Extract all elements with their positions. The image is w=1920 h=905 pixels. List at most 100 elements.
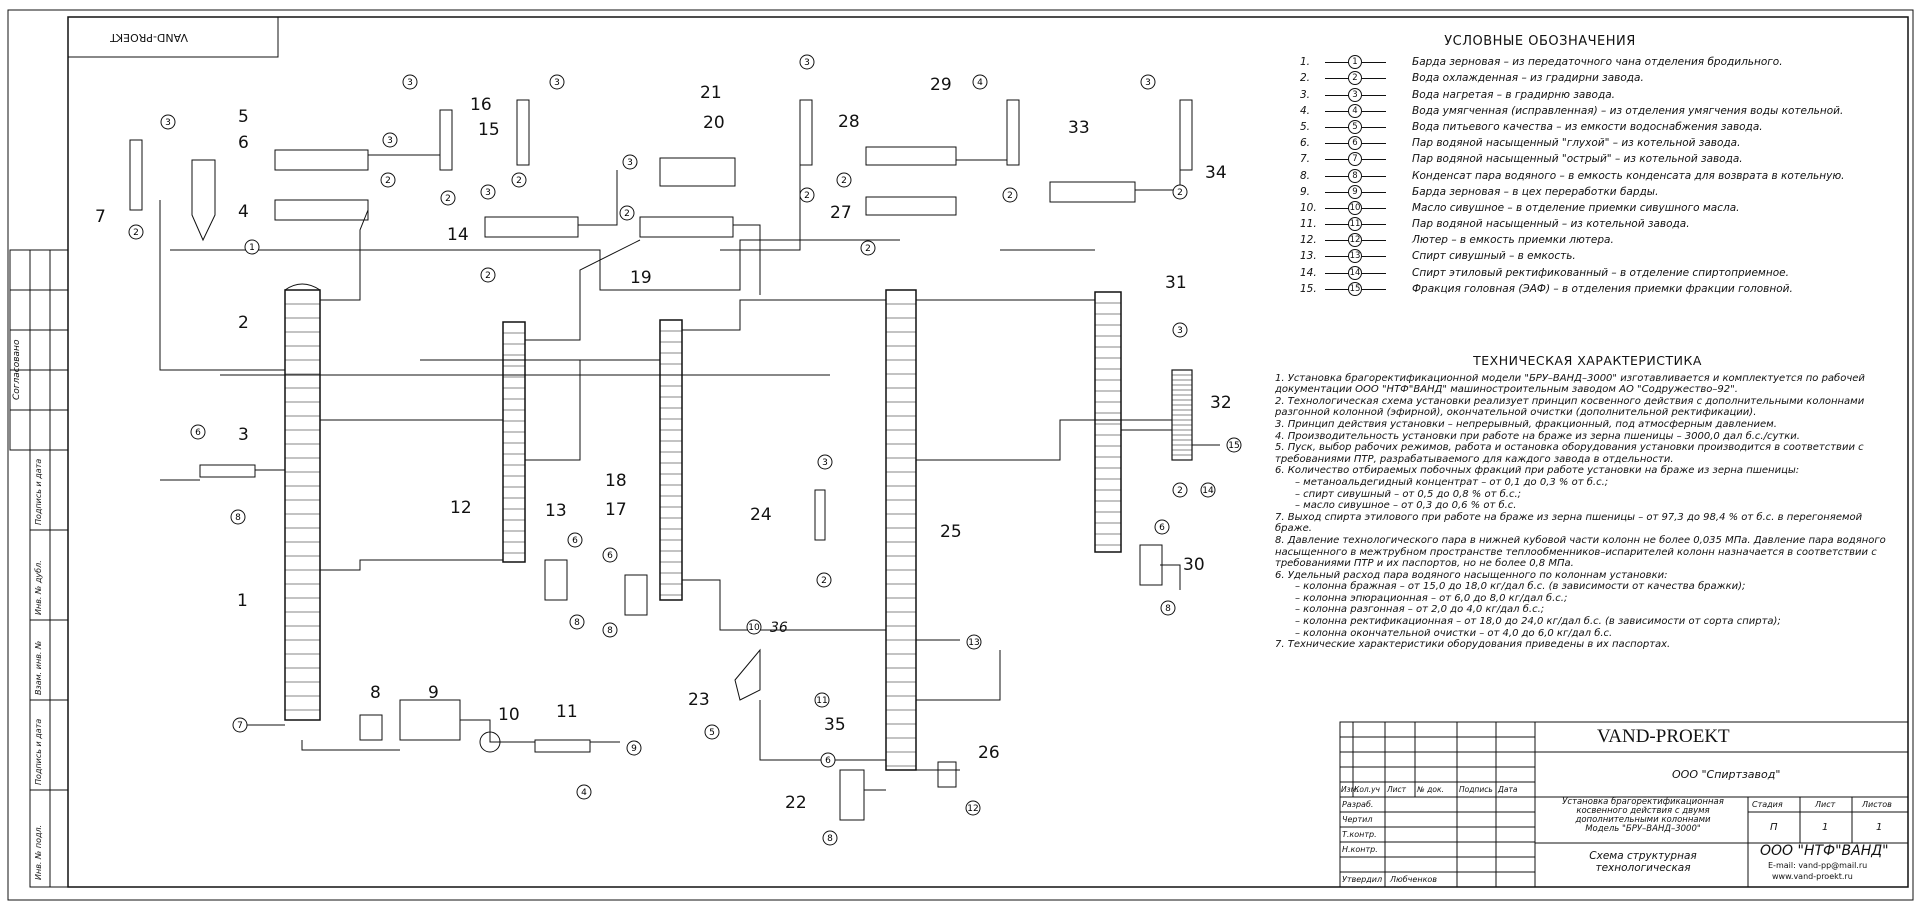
equipment-label: 32 <box>1210 393 1232 413</box>
legend-text: Барда зерновая – в цех переработки барды… <box>1412 185 1659 198</box>
stream-symbol: 8 <box>1325 168 1386 183</box>
side-field-label: Подпись и дата <box>34 458 43 525</box>
equipment-label: 7 <box>95 207 106 227</box>
legend-number: 10. <box>1300 201 1317 214</box>
tb-row-label: Т.контр. <box>1342 830 1377 839</box>
stream-marker: 8 <box>602 622 618 638</box>
svg-text:3: 3 <box>1177 326 1183 336</box>
stream-symbol: 3 <box>1325 87 1386 102</box>
side-field-label: Подпись и дата <box>34 718 43 785</box>
stream-marker: 2 <box>440 190 456 206</box>
svg-text:2: 2 <box>1177 188 1183 198</box>
tb-row-label: Чертил <box>1342 815 1373 824</box>
svg-text:6: 6 <box>825 756 831 766</box>
svg-text:2: 2 <box>1007 191 1013 201</box>
equipment-label: 20 <box>703 113 725 133</box>
stream-marker: 6 <box>602 547 618 563</box>
stream-symbol: 13 <box>1325 249 1386 264</box>
svg-text:6: 6 <box>1159 523 1165 533</box>
legend-text: Пар водяной насыщенный "острый" – из кот… <box>1412 153 1743 166</box>
legend-text: Вода умягченная (исправленная) – из отде… <box>1412 104 1844 117</box>
tech-line: 8. Давление технологического пара в нижн… <box>1275 534 1886 570</box>
tb-project-line: Модель "БРУ–ВАНД–3000" <box>1585 824 1701 834</box>
tb-column-header: Дата <box>1498 785 1518 794</box>
legend-text: Масло сивушное – в отделение приемки сив… <box>1412 201 1740 214</box>
side-agreed: Согласовано <box>12 339 22 400</box>
stream-marker: 13 <box>966 634 982 650</box>
svg-text:2: 2 <box>624 209 630 219</box>
equipment-label: 31 <box>1165 273 1187 293</box>
tb-stage-header: Стадия <box>1752 800 1783 809</box>
stream-marker: 8 <box>822 830 838 846</box>
stream-symbol: 11 <box>1325 217 1386 232</box>
svg-text:8: 8 <box>607 626 613 636</box>
stream-marker: 2 <box>816 572 832 588</box>
equipment-label: 26 <box>978 743 1000 763</box>
svg-text:10: 10 <box>748 623 760 633</box>
tb-row-label: Утвердил <box>1342 875 1383 884</box>
legend-text: Вода питьевого качества – из емкости вод… <box>1412 120 1763 133</box>
svg-text:9: 9 <box>631 744 637 754</box>
stream-marker: 9 <box>626 740 642 756</box>
stamp-top: VAND-PROEKT <box>110 31 188 44</box>
tb-company: VAND-PROEKT <box>1597 726 1730 747</box>
tb-row-label: Разраб. <box>1342 800 1374 809</box>
tb-column-header: Подпись <box>1459 785 1493 794</box>
legend-number: 1. <box>1300 56 1311 69</box>
tb-sheets-header: Листов <box>1862 800 1892 809</box>
legend-text: Вода охлажденная – из градирни завода. <box>1412 72 1644 85</box>
svg-text:5: 5 <box>709 728 715 738</box>
svg-text:3: 3 <box>1145 78 1151 88</box>
svg-text:2: 2 <box>133 228 139 238</box>
legend-number: 3. <box>1300 88 1311 101</box>
tech-line: 3. Принцип действия установки – непрерыв… <box>1275 418 1777 430</box>
stream-marker: 3 <box>549 74 565 90</box>
stream-marker: 3 <box>1140 74 1156 90</box>
stream-symbol: 1 <box>1325 55 1386 70</box>
svg-text:2: 2 <box>865 244 871 254</box>
stream-marker: 6 <box>567 532 583 548</box>
equipment-label: 3 <box>238 425 249 445</box>
equipment-label: 4 <box>238 202 249 222</box>
tb-column-header: № док. <box>1417 785 1444 794</box>
stream-marker: 11 <box>814 692 830 708</box>
equipment-label: 13 <box>545 501 567 521</box>
tech-line: 6. Удельный расход пара водяного насыщен… <box>1275 569 1668 581</box>
svg-text:6: 6 <box>195 428 201 438</box>
tech-line: – спирт сивушный – от 0,5 до 0,8 % от б.… <box>1295 488 1522 500</box>
svg-text:2: 2 <box>516 176 522 186</box>
tech-line: 6. Количество отбираемых побочных фракци… <box>1275 465 1800 477</box>
equipment-label: 8 <box>370 683 381 703</box>
tech-line: 4. Производительность установки при рабо… <box>1275 430 1800 442</box>
stream-marker: 3 <box>402 74 418 90</box>
equipment-label: 10 <box>498 705 520 725</box>
stream-symbol: 7 <box>1325 152 1386 167</box>
svg-text:2: 2 <box>385 176 391 186</box>
svg-text:3: 3 <box>387 136 393 146</box>
stream-symbol: 14 <box>1325 265 1386 280</box>
svg-text:8: 8 <box>827 834 833 844</box>
legend-title: УСЛОВНЫЕ ОБОЗНАЧЕНИЯ <box>1444 34 1636 49</box>
side-field-label: Инв. № подл. <box>34 824 43 880</box>
svg-text:2: 2 <box>1177 486 1183 496</box>
svg-text:3: 3 <box>822 458 828 468</box>
stream-marker: 15 <box>1226 437 1242 453</box>
tb-doc-line: Схема структурная <box>1589 850 1697 862</box>
legend-text: Пар водяной насыщенный "глухой" – из кот… <box>1412 137 1741 150</box>
legend-text: Фракция головная (ЭАФ) – в отделения при… <box>1412 282 1793 295</box>
tb-firm: ООО "НТФ"ВАНД" <box>1760 843 1889 859</box>
equipment-label: 33 <box>1068 118 1090 138</box>
legend-text: Пар водяной насыщенный – из котельной за… <box>1412 218 1690 231</box>
equipment-label: 27 <box>830 203 852 223</box>
legend-number: 9. <box>1300 185 1311 198</box>
stream-symbol: 15 <box>1325 281 1386 296</box>
legend-number: 2. <box>1300 72 1311 85</box>
tech-title: ТЕХНИЧЕСКАЯ ХАРАКТЕРИСТИКА <box>1473 353 1702 368</box>
